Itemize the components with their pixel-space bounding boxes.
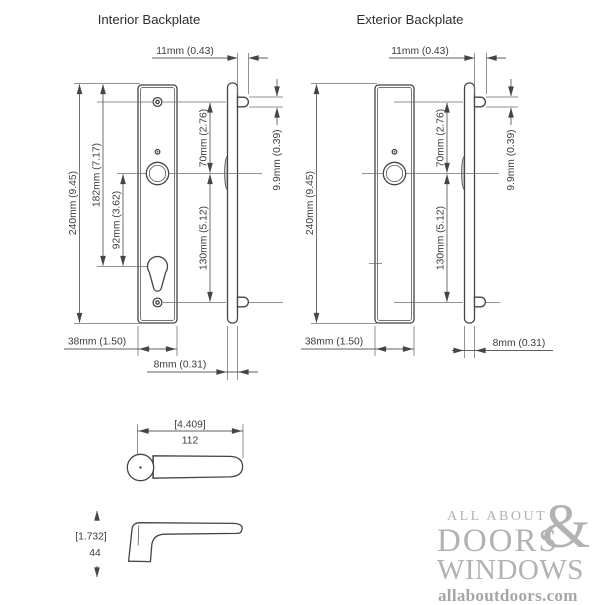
- interior-top-screw-hole: [152, 96, 163, 108]
- interior-dim-handle-to-bottom: 130mm (5.12): [199, 174, 213, 302]
- exterior-dim-plate-thickness: 8mm (0.31): [452, 338, 553, 354]
- interior-handle-to-bottom-label: 130mm (5.12): [199, 206, 210, 270]
- exterior-pin-diameter-label: 9.9mm (0.39): [506, 129, 517, 190]
- lever-neck-detail-line: [137, 525, 140, 546]
- exterior-dim-pin-diameter: 9.9mm (0.39): [506, 79, 517, 191]
- logo-windows: WINDOWS: [437, 554, 584, 586]
- interior-dim-pin-length: 11mm (0.43): [152, 46, 268, 61]
- exterior-side-profile: [463, 82, 476, 324]
- exterior-backplate-title: Exterior Backplate: [356, 12, 464, 27]
- interior-top-to-cylinder-label: 182mm (7.17): [92, 143, 103, 207]
- exterior-dim-screw-to-handle: 70mm (2.76): [436, 102, 450, 173]
- interior-front-view: [137, 84, 178, 324]
- interior-plate-inner-line: [140, 87, 175, 321]
- logo-doors: DOORS: [437, 523, 559, 559]
- exterior-handle-to-bottom-label: 130mm (5.12): [436, 206, 447, 270]
- interior-bottom-mounting-pin: [236, 296, 249, 308]
- lever-height-inches-label: [1.732]: [75, 532, 107, 543]
- exterior-top-mounting-pin: [473, 96, 486, 108]
- interior-top-mounting-pin: [236, 96, 249, 108]
- exterior-plate-width-label: 38mm (1.50): [305, 337, 363, 348]
- interior-plate-width-label: 38mm (1.50): [68, 337, 126, 348]
- exterior-side-view: [461, 82, 486, 324]
- logo-all-about: ALL ABOUT: [447, 509, 548, 524]
- exterior-dim-plate-width: 38mm (1.50): [301, 337, 414, 352]
- exterior-dim-plate-height: 240mm (9.45): [305, 84, 320, 323]
- interior-handle-to-cylinder-label: 92mm (3.62): [112, 191, 123, 249]
- logo-website-url: allaboutdoors.com: [438, 586, 578, 605]
- interior-screw-to-handle-label: 70mm (2.76): [199, 109, 210, 167]
- lever-side-view: [1.732] 44: [75, 510, 243, 578]
- interior-dim-plate-thickness: 8mm (0.31): [147, 360, 258, 375]
- lever-height-mm-label: 44: [89, 548, 101, 559]
- interior-plate-height-label: 240mm (9.45): [68, 171, 79, 235]
- interior-pin-diameter-label: 9.9mm (0.39): [272, 129, 283, 190]
- lever-top-view: [4.409] 112: [126, 420, 244, 482]
- interior-dim-top-to-cylinder: 182mm (7.17): [92, 84, 106, 266]
- exterior-handle-hub-hole: [382, 161, 407, 186]
- lever-knob-center-mark: [139, 466, 142, 469]
- interior-handle-hub-hole: [145, 161, 170, 186]
- interior-dim-pin-diameter: 9.9mm (0.39): [272, 79, 283, 191]
- lever-length-mm-label: 112: [182, 436, 199, 447]
- lever-top-view-shape: [126, 453, 244, 482]
- interior-dim-handle-to-cylinder: 92mm (3.62): [112, 174, 126, 266]
- interior-dim-plate-height: 240mm (9.45): [68, 84, 83, 323]
- logo-ampersand: &: [542, 493, 591, 561]
- exterior-plate-inner-line: [377, 87, 412, 321]
- interior-plate-outline: [137, 84, 178, 324]
- exterior-plate-height-label: 240mm (9.45): [305, 171, 316, 235]
- interior-dim-screw-to-handle: 70mm (2.76): [199, 102, 213, 173]
- interior-pin-length-label: 11mm (0.43): [156, 46, 214, 57]
- exterior-front-view: [369, 84, 415, 324]
- interior-backplate-title: Interior Backplate: [97, 12, 201, 27]
- interior-euro-cylinder-hole: [146, 255, 169, 292]
- lever-length-inches-label: [4.409]: [174, 420, 206, 431]
- interior-dim-plate-width: 38mm (1.50): [64, 337, 177, 352]
- lever-side-view-shape: [127, 522, 243, 563]
- exterior-screw-to-handle-label: 70mm (2.76): [436, 109, 447, 167]
- exterior-pin-length-label: 11mm (0.43): [391, 46, 449, 57]
- exterior-plate-outline: [374, 84, 415, 324]
- interior-side-view: [224, 82, 249, 324]
- all-about-doors-windows-logo: ALL ABOUT & DOORS WINDOWS allaboutdoors.…: [436, 496, 600, 604]
- interior-bottom-screw-hole: [152, 297, 163, 308]
- interior-spindle-pilot-hole: [154, 148, 161, 155]
- exterior-backplate-drawing: 11mm (0.43) 240mm (9.45) 70mm (2.76) 130…: [301, 46, 553, 358]
- interior-side-profile: [226, 82, 239, 324]
- exterior-plate-thickness-label: 8mm (0.31): [493, 338, 546, 349]
- exterior-spindle-pilot-hole: [391, 148, 398, 155]
- exterior-dim-pin-length: 11mm (0.43): [389, 46, 506, 61]
- exterior-bottom-mounting-pin: [473, 296, 486, 308]
- interior-backplate-drawing: 11mm (0.43) 240mm (9.45) 182mm (7.17) 92…: [64, 46, 283, 380]
- interior-reference-lines: [74, 53, 283, 380]
- exterior-reference-lines: [311, 53, 518, 358]
- exterior-dim-handle-to-bottom: 130mm (5.12): [436, 174, 450, 302]
- interior-plate-thickness-label: 8mm (0.31): [154, 360, 207, 371]
